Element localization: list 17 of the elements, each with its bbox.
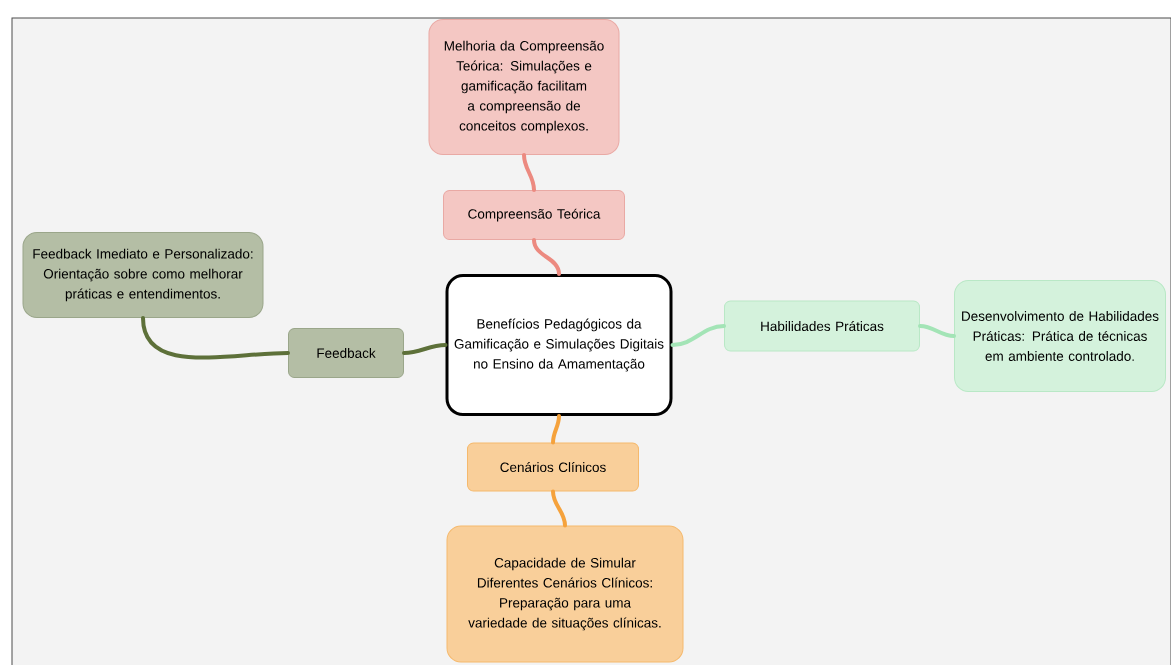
connector bbox=[522, 153, 536, 192]
topic-box: Feedback Imediato e Personalizado: Orientação sobre como melhorar práticas e entendimentos. bbox=[22, 232, 264, 318]
connector bbox=[551, 414, 561, 445]
connector bbox=[918, 324, 956, 338]
branch-box: Habilidades Práticas bbox=[724, 300, 920, 352]
connector bbox=[670, 324, 726, 347]
central-box: Benefícios Pedagógicos da Gamificação e Simulações Digitais no Ensino da Amamentação bbox=[445, 274, 673, 416]
branch-box: Feedback bbox=[288, 328, 404, 378]
connector bbox=[402, 343, 448, 355]
topic-box: Melhoria da Compreensão Teórica: Simulações e gamificação facilitam a compreensão de conceitos complexos. bbox=[428, 19, 620, 155]
branch-box: Compreensão Teórica bbox=[443, 190, 625, 240]
topic-box: Capacidade de Simular Diferentes Cenários Clínicos: Preparação para uma variedade de situações clínicas. bbox=[446, 525, 684, 663]
branch-box: Cenários Clínicos bbox=[467, 442, 639, 492]
connector bbox=[551, 489, 567, 528]
connector bbox=[141, 316, 290, 360]
topic-box: Desenvolvimento de Habilidades Práticas: Prática de técnicas em ambiente controlado. bbox=[954, 280, 1166, 392]
connector bbox=[532, 238, 561, 276]
